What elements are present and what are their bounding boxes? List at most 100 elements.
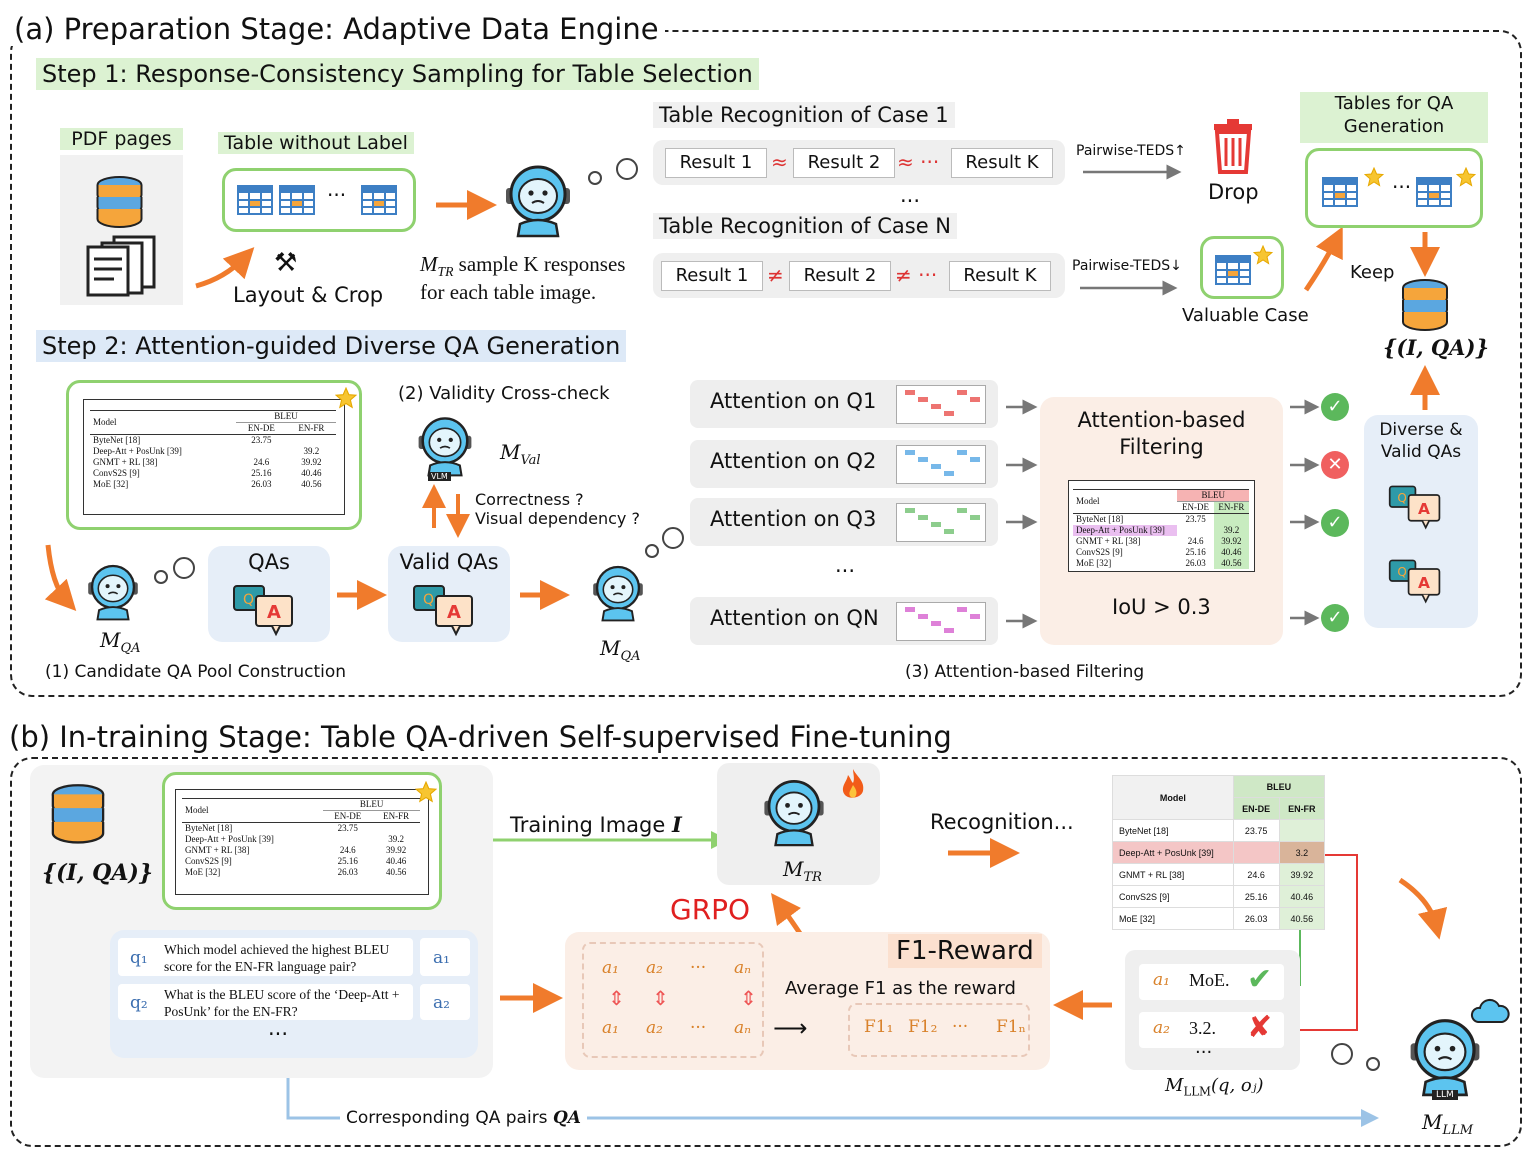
qa-icon bbox=[1388, 481, 1448, 533]
header-cell: EN-DE bbox=[334, 811, 362, 821]
answer-symbol: ··· bbox=[690, 958, 707, 978]
attention-highlight bbox=[918, 614, 928, 619]
answer-symbol: a₂ bbox=[646, 1018, 663, 1038]
stage-b-title: (b) In-training Stage: Table QA-driven S… bbox=[3, 720, 958, 754]
table-cell bbox=[372, 822, 420, 834]
result-box: Result 2 bbox=[789, 261, 891, 291]
qa-tables-box: ··· bbox=[1305, 148, 1483, 228]
attention-highlight bbox=[970, 397, 980, 402]
robot-icon bbox=[587, 556, 649, 626]
caseN-results-row: Result 1 ≠ Result 2 ≠ ··· Result K bbox=[653, 253, 1065, 298]
valuable-case-box bbox=[1200, 236, 1284, 299]
attention-highlight bbox=[918, 515, 928, 520]
reward-ellipsis: ··· bbox=[1195, 1042, 1213, 1063]
attention-highlight bbox=[944, 471, 954, 476]
mqa-label: MQA bbox=[100, 628, 141, 656]
table-icon bbox=[1215, 255, 1251, 285]
header-cell: BLEU bbox=[323, 798, 420, 811]
table-cell bbox=[1177, 525, 1213, 536]
tables-for-qa-label: Tables for QA Generation bbox=[1300, 92, 1488, 143]
result-box: Result K bbox=[949, 261, 1051, 291]
model-subscript: LLM bbox=[1183, 1084, 1211, 1099]
answer-symbol: aₙ bbox=[734, 1018, 752, 1038]
table-cell bbox=[1278, 819, 1326, 842]
vlm-badge: VLM bbox=[428, 472, 451, 481]
table-row: ByteNet [18]23.75 bbox=[182, 822, 420, 834]
answer-symbol: aₙ bbox=[734, 958, 752, 978]
table-cell: 24.6 bbox=[339, 845, 356, 855]
check-icon: ✔ bbox=[1247, 962, 1273, 997]
qa-icon bbox=[412, 580, 482, 640]
visual-dependency-label: Visual dependency ? bbox=[475, 509, 640, 528]
model-symbol: M bbox=[1422, 1110, 1443, 1134]
result-box: Result 2 bbox=[793, 148, 895, 178]
approx-symbol: ≈ ··· bbox=[897, 150, 940, 174]
dataset-label: {(I, QA)} bbox=[42, 860, 153, 886]
table-cell: 23.75 bbox=[235, 434, 287, 446]
diverse-qas-label: Diverse & Valid QAs bbox=[1379, 420, 1463, 462]
question-row-1: q₁ Which model achieved the highest BLEU… bbox=[118, 938, 413, 976]
corresponding-text: Corresponding QA pairs bbox=[346, 1108, 553, 1128]
attention-label: Attention on QN bbox=[710, 606, 879, 630]
header-cell: EN-DE bbox=[247, 423, 275, 433]
attention-highlight bbox=[918, 457, 928, 462]
attention-highlight bbox=[970, 614, 980, 619]
table-cell: 26.03 bbox=[337, 867, 358, 877]
table-cell: 24.6 bbox=[253, 457, 270, 467]
table-cell: 23.75 bbox=[1177, 513, 1214, 525]
training-image-text: Training Image bbox=[510, 813, 672, 837]
table-cell bbox=[286, 434, 336, 446]
pdf-pages-panel bbox=[60, 155, 183, 305]
valid-qas-label: Valid QAs bbox=[399, 550, 499, 574]
f1-score: ··· bbox=[952, 1017, 969, 1037]
table-row: ByteNet [18]23.75 bbox=[90, 434, 336, 446]
answer-symbol: ··· bbox=[690, 1018, 707, 1038]
table-cell bbox=[323, 834, 372, 845]
header-cell: BLEU bbox=[1232, 775, 1326, 798]
sample-text-line2: for each table image. bbox=[420, 280, 597, 304]
robot-icon bbox=[82, 555, 144, 625]
tools-icon: ⚒ bbox=[274, 248, 298, 278]
cloud-icon bbox=[1470, 998, 1510, 1023]
header-cell: Model bbox=[1112, 775, 1234, 820]
table-cell: 25.16 bbox=[337, 856, 358, 866]
table-row: Deep-Att + PosUnk [39]3.2 bbox=[1112, 841, 1326, 864]
valuable-case-label: Valuable Case bbox=[1182, 305, 1309, 326]
star-icon bbox=[1456, 167, 1476, 187]
f1-score: F1ₙ bbox=[996, 1017, 1026, 1037]
qas-label: QAs bbox=[248, 550, 290, 574]
answer-symbol: a₁ bbox=[602, 958, 619, 978]
question-symbol: q₁ bbox=[130, 948, 148, 968]
mval-label: MVal bbox=[500, 440, 541, 468]
header-cell: BLEU bbox=[235, 410, 336, 423]
database-icon bbox=[1400, 278, 1450, 334]
arrow-table-to-mqa bbox=[44, 544, 77, 611]
not-equal-symbol: ≠ ··· bbox=[895, 263, 938, 287]
stage-b-frame bbox=[10, 757, 1522, 1147]
model-symbol: M bbox=[420, 252, 438, 276]
